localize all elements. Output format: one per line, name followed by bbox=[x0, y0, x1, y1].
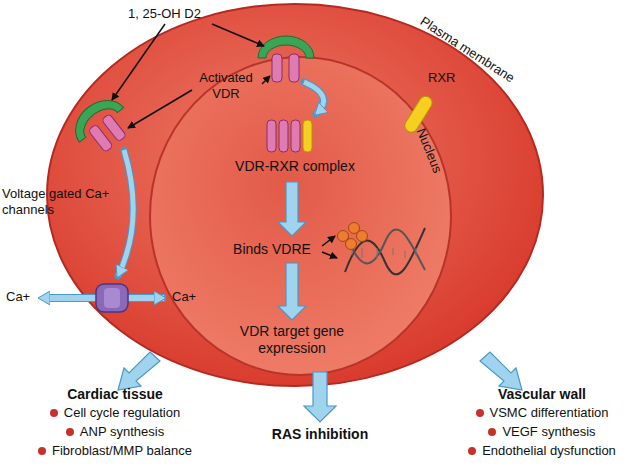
ion-label: Ca+ bbox=[6, 289, 44, 305]
outcome-item: Endothelial dysfunction bbox=[448, 443, 636, 459]
outcome-heading: Vascular wall bbox=[448, 386, 636, 403]
rxr-label: RXR bbox=[428, 70, 468, 86]
outcome-item: Fibroblast/MMP balance bbox=[15, 443, 215, 459]
outcome-item: ANP synthesis bbox=[15, 424, 215, 440]
complex-label: VDR-RXR complex bbox=[215, 158, 375, 175]
vdr-rxr-complex bbox=[267, 120, 312, 152]
outcome-item: VSMC differentiation bbox=[448, 405, 636, 421]
outcome-heading: Cardiac tissue bbox=[15, 386, 215, 403]
outcome-item: Cell cycle regulation bbox=[15, 405, 215, 421]
receptor-label: Activated VDR bbox=[190, 70, 262, 101]
outcome-heading: RAS inhibition bbox=[240, 426, 400, 443]
ion-label: Ca+ bbox=[172, 289, 210, 305]
rxr-capsule bbox=[402, 94, 434, 135]
step-label: VDR target gene expression bbox=[225, 323, 359, 357]
vdr-receptor bbox=[258, 36, 314, 82]
calcium-channel bbox=[96, 284, 128, 312]
channel-label: Voltage gated Ca+ channels bbox=[2, 186, 114, 217]
step-label: Binds VDRE bbox=[222, 241, 322, 258]
dna-helix bbox=[338, 223, 426, 275]
ligand-label: 1, 25-OH D2 bbox=[128, 6, 238, 22]
outcome-item: VEGF synthesis bbox=[448, 424, 636, 440]
